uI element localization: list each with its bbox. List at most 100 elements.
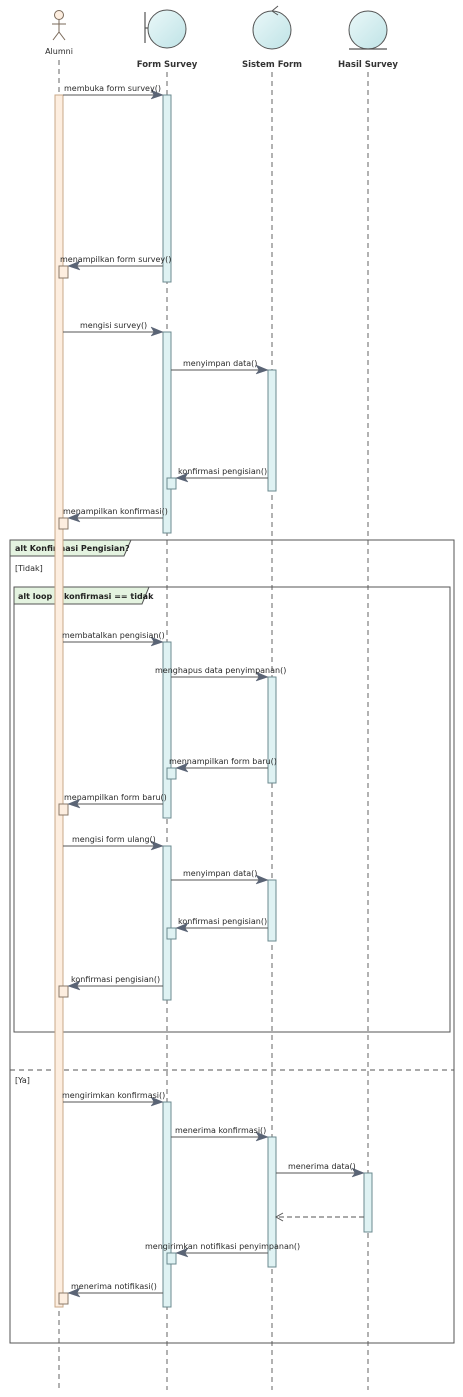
arrow-head-icon — [150, 326, 164, 337]
guard-ya: [Ya] — [15, 1076, 30, 1085]
message: menghapus data penyimpanan() — [155, 666, 286, 682]
activation-form-survey — [162, 641, 172, 819]
message: konfirmasi pengisian() — [67, 975, 163, 991]
arrow-head-icon — [351, 1167, 365, 1178]
message: menampilkan form baru() — [64, 793, 167, 809]
arrow-head-icon — [175, 472, 189, 483]
arrow-head-icon — [150, 1096, 164, 1107]
message-label: menerima notifikasi() — [71, 1282, 157, 1291]
message-label: menerima konfirmasi() — [175, 1126, 266, 1135]
arrow-head-icon — [255, 671, 269, 682]
message: mennampilkan form baru() — [169, 757, 277, 773]
control-icon — [252, 5, 292, 50]
message-label: menerima data() — [288, 1162, 356, 1171]
frame-alt-loop-title: alt loop if konfirmasi == tidak — [18, 592, 154, 601]
arrow-head-icon — [67, 798, 81, 809]
message-label: menghapus data penyimpanan() — [155, 666, 286, 675]
arrow-head-icon — [150, 636, 164, 647]
arrow-head-icon — [150, 840, 164, 851]
guard-tidak: [Tidak] — [15, 564, 43, 573]
activation-form-survey — [162, 94, 172, 283]
activation-hasil-survey — [363, 1172, 373, 1233]
participant-alumni-label: Alumni — [45, 47, 73, 56]
message-label: menampilkan form survey() — [60, 255, 171, 264]
participant-hasil-survey-label: Hasil Survey — [338, 60, 398, 70]
activation-form-survey-self — [166, 767, 177, 780]
frame-alt-konfirmasi-title: alt Konfirmasi Pengisian? — [15, 544, 130, 553]
message-label: konfirmasi pengisian() — [178, 917, 267, 926]
message-label: mengirimkan notifikasi penyimpanan() — [145, 1242, 300, 1251]
arrow-head-icon — [67, 512, 81, 523]
message: menerima data() — [276, 1162, 365, 1178]
message-label: menyimpan data() — [183, 359, 257, 368]
message-label: mengisi form ulang() — [72, 835, 156, 844]
arrow-head-icon — [255, 364, 269, 375]
activation-sistem-form — [267, 1136, 277, 1268]
message-label: menyimpan data() — [183, 869, 257, 878]
message: mengisi survey() — [63, 321, 164, 337]
message: membuka form survey() — [63, 84, 164, 100]
activations — [54, 94, 373, 1308]
message-label: mennampilkan form baru() — [169, 757, 277, 766]
message: menerima konfirmasi() — [171, 1126, 269, 1142]
arrow-head-icon — [175, 1247, 189, 1258]
activation-form-survey — [162, 1101, 172, 1308]
arrow-head-icon — [175, 762, 189, 773]
message: konfirmasi pengisian() — [175, 917, 268, 933]
message: menyimpan data() — [171, 359, 269, 375]
message-label: membuka form survey() — [64, 84, 161, 93]
participant-sistem-form-label: Sistem Form — [242, 60, 302, 70]
arrow-head-icon — [67, 980, 81, 991]
participant-form-survey-label: Form Survey — [137, 60, 198, 70]
message-label: konfirmasi pengisian() — [178, 467, 267, 476]
arrow-head-icon — [150, 89, 164, 100]
message: mengirimkan konfirmasi() — [62, 1091, 165, 1107]
activation-alumni-self — [58, 985, 69, 998]
message: menerima notifikasi() — [67, 1282, 163, 1298]
message-label: mengirimkan konfirmasi() — [62, 1091, 165, 1100]
arrow-head-icon — [255, 874, 269, 885]
activation-alumni-self — [58, 803, 69, 816]
frame-alt-loop: alt loop if konfirmasi == tidak — [13, 586, 451, 1033]
message: konfirmasi pengisian() — [175, 467, 268, 483]
boundary-icon — [144, 9, 187, 49]
activation-sistem-form — [267, 879, 277, 942]
message: menampilkan form survey() — [60, 255, 171, 271]
message: mengisi form ulang() — [63, 835, 164, 851]
participant-hasil-survey: Hasil Survey — [338, 10, 398, 70]
actor-icon — [52, 10, 66, 41]
message — [274, 1212, 364, 1222]
arrow-head-icon — [67, 260, 81, 271]
message-label: mengisi survey() — [80, 321, 147, 330]
activation-form-survey — [162, 331, 172, 534]
activation-alumni-self — [58, 265, 69, 279]
message-label: membatalkan pengisian() — [62, 631, 165, 640]
message: membatalkan pengisian() — [62, 631, 165, 647]
arrow-head-icon — [255, 1131, 269, 1142]
activation-alumni — [54, 94, 64, 1308]
message: mengirimkan notifikasi penyimpanan() — [145, 1242, 300, 1258]
activation-form-survey-self — [166, 477, 177, 490]
arrow-head-icon — [67, 1287, 81, 1298]
activation-alumni-self — [58, 1292, 69, 1305]
entity-icon — [348, 10, 388, 50]
messages: membuka form survey() menampilkan form su… — [60, 84, 365, 1298]
message: menampilkan konfirmasi() — [63, 507, 168, 523]
activation-alumni-self — [58, 517, 69, 530]
activation-sistem-form — [267, 369, 277, 492]
frame-alt-konfirmasi: alt Konfirmasi Pengisian? [Tidak] [Ya] — [9, 539, 455, 1344]
activation-form-survey-self — [166, 1252, 177, 1265]
participant-alumni: Alumni — [45, 10, 73, 56]
message-label: konfirmasi pengisian() — [71, 975, 160, 984]
arrow-head-icon — [175, 922, 189, 933]
message: menyimpan data() — [171, 869, 269, 885]
arrow-head-icon — [274, 1212, 284, 1222]
participant-form-survey: Form Survey — [137, 9, 198, 70]
activation-form-survey — [162, 845, 172, 1001]
message-label: menampilkan form baru() — [64, 793, 167, 802]
message-label: menampilkan konfirmasi() — [63, 507, 168, 516]
activation-sistem-form — [267, 676, 277, 784]
activation-form-survey-self — [166, 927, 177, 940]
participant-sistem-form: Sistem Form — [242, 5, 302, 70]
